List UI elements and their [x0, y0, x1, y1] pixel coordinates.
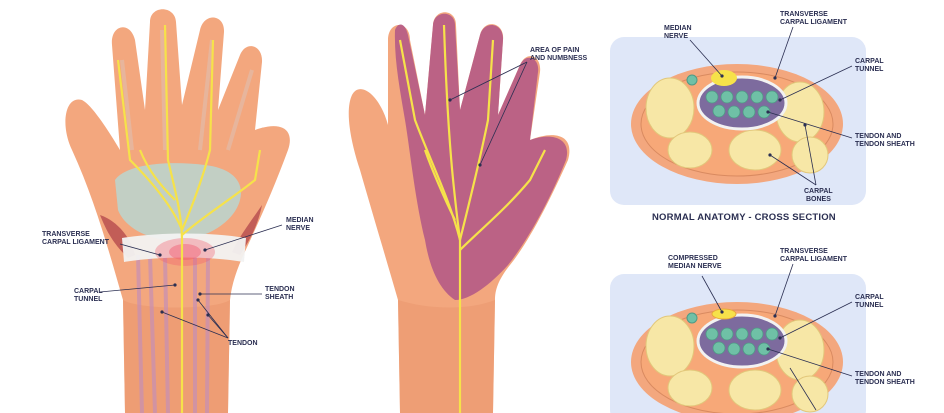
compressed-median-nerve — [711, 308, 737, 320]
left-median-nerve — [116, 24, 262, 413]
svg-text:SHEATH: SHEATH — [265, 294, 293, 301]
compressed-cross-section — [610, 274, 866, 413]
svg-text:NERVE: NERVE — [286, 225, 310, 232]
normal-median-nerve — [711, 70, 737, 86]
normal-anatomy-heading: NORMAL ANATOMY - CROSS SECTION — [652, 212, 836, 223]
svg-text:TENDON SHEATH: TENDON SHEATH — [855, 379, 915, 386]
label-tendon: TENDON — [228, 340, 258, 347]
svg-text:MEDIAN NERVE: MEDIAN NERVE — [668, 263, 722, 270]
svg-text:TENDON SHEATH: TENDON SHEATH — [855, 141, 915, 148]
svg-text:BONES: BONES — [806, 196, 831, 203]
label-compressed-median-nerve: COMPRESSED — [668, 255, 718, 262]
left-hand-labels: TRANSVERSE CARPAL LIGAMENT MEDIAN NERVE … — [42, 217, 314, 347]
middle-hand-illustration — [348, 12, 570, 413]
label-carpal-tunnel-normal: CARPAL — [855, 58, 884, 65]
label-carpal-tunnel-left: CARPAL — [74, 288, 103, 295]
svg-text:CARPAL LIGAMENT: CARPAL LIGAMENT — [780, 19, 848, 26]
normal-section-labels: MEDIAN NERVE TRANSVERSE CARPAL LIGAMENT … — [652, 11, 915, 223]
compressed-section-labels: COMPRESSED MEDIAN NERVE TRANSVERSE CARPA… — [668, 248, 915, 411]
label-median-nerve-normal: MEDIAN — [664, 25, 692, 32]
label-tendon-sheath: TENDON — [265, 286, 295, 293]
svg-text:TUNNEL: TUNNEL — [855, 66, 884, 73]
label-transverse-carpal-ligament: TRANSVERSE — [42, 231, 90, 238]
svg-text:CARPAL LIGAMENT: CARPAL LIGAMENT — [42, 239, 110, 246]
middle-hand-labels: AREA OF PAIN AND NUMBNESS — [448, 47, 588, 167]
svg-text:TUNNEL: TUNNEL — [74, 296, 103, 303]
label-tendon-and-sheath-compressed: TENDON AND — [855, 371, 901, 378]
svg-text:NERVE: NERVE — [664, 33, 688, 40]
left-ligament-band — [122, 233, 246, 262]
label-area-of-pain: AREA OF PAIN — [530, 47, 579, 54]
label-carpal-bones: CARPAL — [804, 188, 833, 195]
label-carpal-tunnel-compressed: CARPAL — [855, 294, 884, 301]
label-median-nerve-left: MEDIAN — [286, 217, 314, 224]
svg-text:TUNNEL: TUNNEL — [855, 302, 884, 309]
label-tendon-and-sheath-normal: TENDON AND — [855, 133, 901, 140]
svg-text:CARPAL LIGAMENT: CARPAL LIGAMENT — [780, 256, 848, 263]
label-transverse-normal: TRANSVERSE — [780, 11, 828, 18]
normal-cross-section — [610, 37, 866, 205]
label-transverse-compressed: TRANSVERSE — [780, 248, 828, 255]
middle-median-nerve — [398, 24, 546, 413]
svg-text:AND NUMBNESS: AND NUMBNESS — [530, 55, 588, 62]
left-hand-illustration — [65, 9, 290, 413]
